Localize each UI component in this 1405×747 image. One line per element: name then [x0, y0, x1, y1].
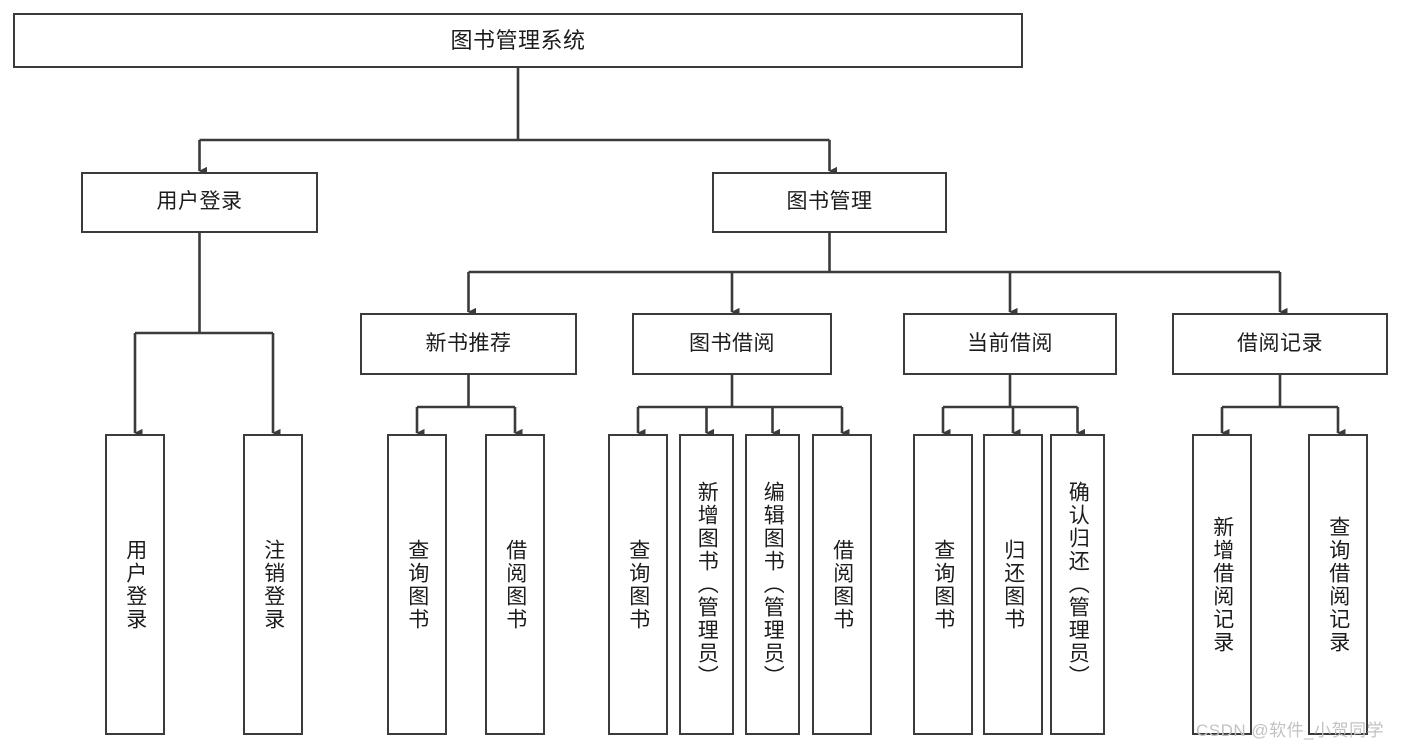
node-label: 查询图书 — [626, 538, 650, 631]
node-leaf11[interactable]: 确认归还（管理员） — [1050, 434, 1105, 735]
node-label: 图书管理 — [786, 190, 873, 214]
node-leaf13[interactable]: 查询借阅记录 — [1308, 434, 1368, 735]
node-newbook[interactable]: 新书推荐 — [360, 313, 577, 375]
node-label: 归还图书 — [1001, 538, 1025, 631]
node-leaf8[interactable]: 借阅图书 — [812, 434, 872, 735]
node-label: 用户登录 — [156, 190, 243, 214]
node-label: 新增图书（管理员） — [695, 481, 719, 688]
node-leaf9[interactable]: 查询图书 — [913, 434, 973, 735]
node-label: 用户登录 — [123, 538, 147, 631]
node-root[interactable]: 图书管理系统 — [13, 13, 1023, 68]
node-label: 确认归还（管理员） — [1066, 481, 1090, 688]
node-leaf4[interactable]: 借阅图书 — [485, 434, 545, 735]
node-leaf6[interactable]: 新增图书（管理员） — [679, 434, 734, 735]
node-label: 借阅图书 — [830, 538, 854, 631]
node-login[interactable]: 用户登录 — [81, 172, 318, 233]
node-leaf10[interactable]: 归还图书 — [983, 434, 1043, 735]
node-label: 新增借阅记录 — [1210, 515, 1234, 654]
node-label: 查询借阅记录 — [1326, 515, 1350, 654]
node-label: 图书管理系统 — [450, 27, 586, 53]
node-leaf2[interactable]: 注销登录 — [243, 434, 303, 735]
node-label: 借阅图书 — [503, 538, 527, 631]
node-label: 查询图书 — [931, 538, 955, 631]
node-label: 图书借阅 — [689, 331, 775, 355]
node-leaf5[interactable]: 查询图书 — [608, 434, 668, 735]
node-label: 编辑图书（管理员） — [761, 481, 785, 688]
node-borrow[interactable]: 图书借阅 — [632, 313, 832, 375]
node-records[interactable]: 借阅记录 — [1172, 313, 1388, 375]
node-leaf3[interactable]: 查询图书 — [387, 434, 447, 735]
node-leaf12[interactable]: 新增借阅记录 — [1192, 434, 1252, 735]
node-bookmgmt[interactable]: 图书管理 — [712, 172, 947, 233]
node-label: 新书推荐 — [425, 331, 512, 355]
node-leaf1[interactable]: 用户登录 — [105, 434, 165, 735]
watermark: CSDN @软件_小贺同学 — [1196, 721, 1385, 740]
node-leaf7[interactable]: 编辑图书（管理员） — [745, 434, 800, 735]
node-label: 借阅记录 — [1237, 331, 1323, 355]
node-current[interactable]: 当前借阅 — [903, 313, 1117, 375]
node-label: 注销登录 — [261, 538, 285, 631]
node-label: 查询图书 — [405, 538, 429, 631]
node-label: 当前借阅 — [967, 331, 1053, 355]
